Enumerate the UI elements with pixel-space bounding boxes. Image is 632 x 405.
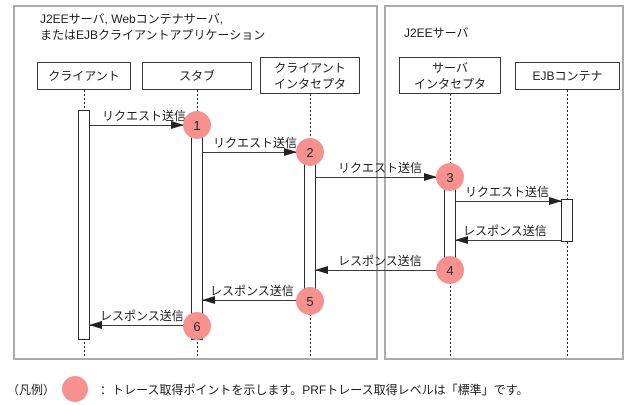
- participant-box-client: クライアント: [37, 62, 131, 90]
- participant-label-stub: スタブ: [178, 69, 215, 83]
- participant-box-client-interceptor: クライアント インタセプタ: [260, 57, 360, 94]
- message-label: リクエスト送信: [465, 185, 550, 199]
- message-response-1: レスポンス送信: [455, 224, 561, 244]
- trace-point-2-icon: 2: [296, 138, 324, 166]
- participant-label-ejb-container: EJBコンテナ: [532, 69, 603, 83]
- message-label: リクエスト送信: [213, 136, 298, 150]
- activation-bar-stub: [191, 117, 203, 340]
- message-label: レスポンス送信: [100, 309, 184, 323]
- arrowhead-icon: [89, 321, 102, 329]
- trace-point-4-icon: 4: [436, 256, 464, 284]
- message-label: リクエスト送信: [102, 109, 187, 123]
- legend-label: （凡例）: [7, 383, 56, 397]
- participant-label-server-interceptor: サーバ インタセプタ: [413, 60, 486, 91]
- trace-point-3-icon: 3: [436, 163, 464, 191]
- participant-box-server-interceptor: サーバ インタセプタ: [399, 57, 501, 94]
- participant-label-client-interceptor: クライアント インタセプタ: [273, 60, 346, 91]
- arrowhead-icon: [202, 296, 215, 304]
- legend-trace-point-icon: [62, 376, 88, 402]
- arrowhead-icon: [549, 197, 562, 205]
- message-label: レスポンス送信: [210, 284, 294, 298]
- arrowhead-icon: [284, 148, 297, 156]
- message-response-3: レスポンス送信: [202, 284, 304, 304]
- trace-point-6-icon: 6: [183, 312, 211, 340]
- activation-bar-client: [78, 110, 90, 340]
- message-request-1: リクエスト送信: [90, 109, 186, 129]
- trace-point-1-icon: 1: [183, 111, 211, 139]
- activation-bar-client-interceptor: [304, 146, 316, 308]
- message-label: レスポンス送信: [463, 224, 547, 238]
- message-request-3: リクエスト送信: [316, 161, 437, 181]
- message-label: レスポンス送信: [338, 254, 422, 268]
- arrowhead-icon: [315, 266, 328, 274]
- message-response-4: レスポンス送信: [89, 309, 191, 329]
- server-side-group-title: J2EEサーバ: [404, 26, 469, 40]
- participant-box-ejb-container: EJBコンテナ: [515, 62, 620, 90]
- activation-bar-ejb-container: [561, 199, 573, 242]
- message-request-2: リクエスト送信: [203, 136, 297, 156]
- message-label: リクエスト送信: [338, 161, 423, 175]
- client-side-group-title: J2EEサーバ, Webコンテナサーバ, またはEJBクライアントアプリケーショ…: [40, 12, 266, 42]
- legend: （凡例） ：トレース取得ポイントを示します。PRFトレース取得レベルは「標準」で…: [0, 372, 632, 405]
- arrowhead-icon: [455, 236, 468, 244]
- message-request-4: リクエスト送信: [456, 185, 562, 205]
- arrowhead-icon: [171, 121, 184, 129]
- message-response-2: レスポンス送信: [315, 254, 444, 274]
- participant-box-stub: スタブ: [142, 62, 252, 90]
- legend-text: ：トレース取得ポイントを示します。PRFトレース取得レベルは「標準」です。: [100, 383, 529, 397]
- participant-label-client: クライアント: [48, 69, 120, 83]
- arrowhead-icon: [424, 173, 437, 181]
- trace-point-5-icon: 5: [296, 287, 324, 315]
